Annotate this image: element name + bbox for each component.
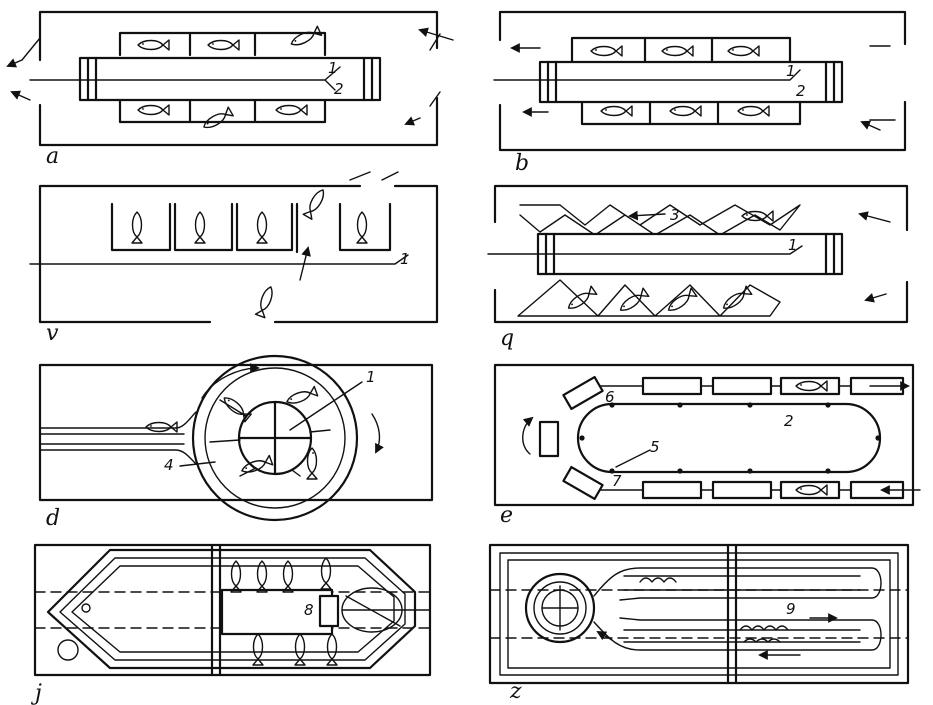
chain-loop-e bbox=[576, 402, 882, 474]
panel-z: 9 z bbox=[488, 543, 910, 704]
shaft-cylinder-b bbox=[538, 60, 844, 104]
drum-j bbox=[220, 588, 334, 636]
callout-4-d: 4 bbox=[164, 456, 174, 474]
panel-label-z: z bbox=[509, 679, 522, 704]
conveyor-tanks-e bbox=[538, 375, 905, 501]
panel-label-q: q bbox=[500, 326, 514, 351]
callout-1-d: 1 bbox=[366, 368, 376, 386]
callout-7-e: 7 bbox=[612, 472, 622, 490]
callout-9-z: 9 bbox=[786, 600, 796, 618]
callout-1-v: 1 bbox=[400, 250, 410, 268]
callout-1-q: 1 bbox=[788, 236, 798, 254]
callout-1-b: 1 bbox=[786, 62, 796, 80]
panel-d: 1 4 d bbox=[38, 354, 434, 531]
tank-cells-v bbox=[110, 186, 392, 254]
zigzag-baffle-bottom bbox=[517, 279, 781, 317]
callout-2-b: 2 bbox=[796, 82, 806, 100]
callout-6-e: 6 bbox=[605, 388, 615, 406]
callout-3-q: 3 bbox=[670, 206, 680, 224]
callout-8-j: 8 bbox=[304, 601, 314, 619]
callout-5-e: 5 bbox=[650, 438, 660, 456]
panel-label-b: b bbox=[515, 151, 529, 176]
shaft-cylinder-a bbox=[78, 56, 382, 102]
panel-q: 3 1 q bbox=[487, 184, 909, 351]
panel-j: 8 j bbox=[30, 543, 432, 705]
panel-e: 6 2 5 7 e bbox=[493, 363, 921, 528]
tank-cells-bottom-a bbox=[118, 98, 327, 124]
channel-loop-lower bbox=[593, 617, 882, 651]
panel-label-a: a bbox=[46, 144, 59, 169]
fish-row-top-j bbox=[230, 557, 332, 593]
panel-label-v: v bbox=[46, 321, 59, 346]
callout-2-e: 2 bbox=[784, 412, 794, 430]
channel-loop-upper bbox=[593, 567, 882, 601]
callout-2-a: 2 bbox=[334, 80, 344, 98]
rotary-tank-outer bbox=[191, 354, 359, 522]
panel-label-e: e bbox=[500, 503, 513, 528]
rotary-basin-z bbox=[524, 572, 596, 644]
zigzag-baffle-top bbox=[519, 204, 801, 236]
callout-1-a: 1 bbox=[328, 59, 338, 77]
panel-v: 1 v bbox=[29, 171, 439, 346]
panel-label-j: j bbox=[30, 681, 42, 705]
tank-cells-top-a bbox=[118, 31, 327, 57]
hex-basin-outer bbox=[46, 548, 417, 670]
panel-b: 1 2 b bbox=[493, 10, 907, 176]
panel-label-d: d bbox=[46, 506, 60, 531]
panel-a: 1 2 a bbox=[8, 10, 454, 169]
